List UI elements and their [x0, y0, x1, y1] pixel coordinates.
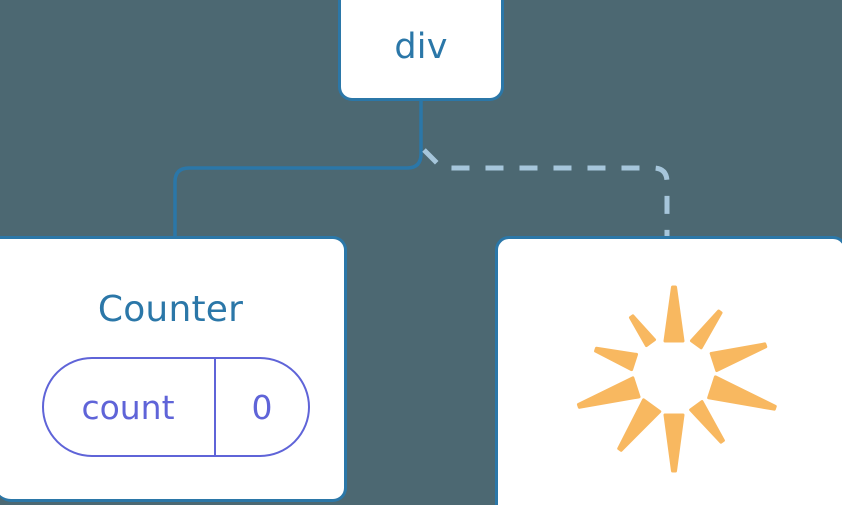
div-node[interactable]: div: [338, 0, 504, 101]
counter-node-label: Counter: [97, 289, 244, 330]
sparkle-burst-icon: [576, 285, 777, 473]
burst-ray-9: [628, 314, 657, 348]
burst-ray-3: [707, 375, 777, 411]
burst-ray-6: [617, 398, 662, 452]
counter-prop-pill[interactable]: count 0: [42, 357, 310, 457]
burst-ray-5: [663, 413, 685, 473]
burst-ray-2: [709, 342, 768, 373]
div-node-label: div: [394, 26, 448, 67]
counter-node[interactable]: Counter count 0: [0, 236, 347, 502]
burst-ray-4: [689, 400, 725, 444]
burst-ray-0: [663, 285, 685, 343]
burst-node[interactable]: [495, 236, 842, 505]
prop-key-count: count: [44, 359, 216, 455]
burst-ray-1: [689, 309, 723, 350]
edge-div-to-burst: [422, 148, 670, 238]
prop-value-count: 0: [251, 387, 273, 427]
burst-ray-7: [576, 376, 641, 409]
burst-ray-8: [594, 346, 639, 372]
edge-div-to-counter: [173, 99, 423, 240]
